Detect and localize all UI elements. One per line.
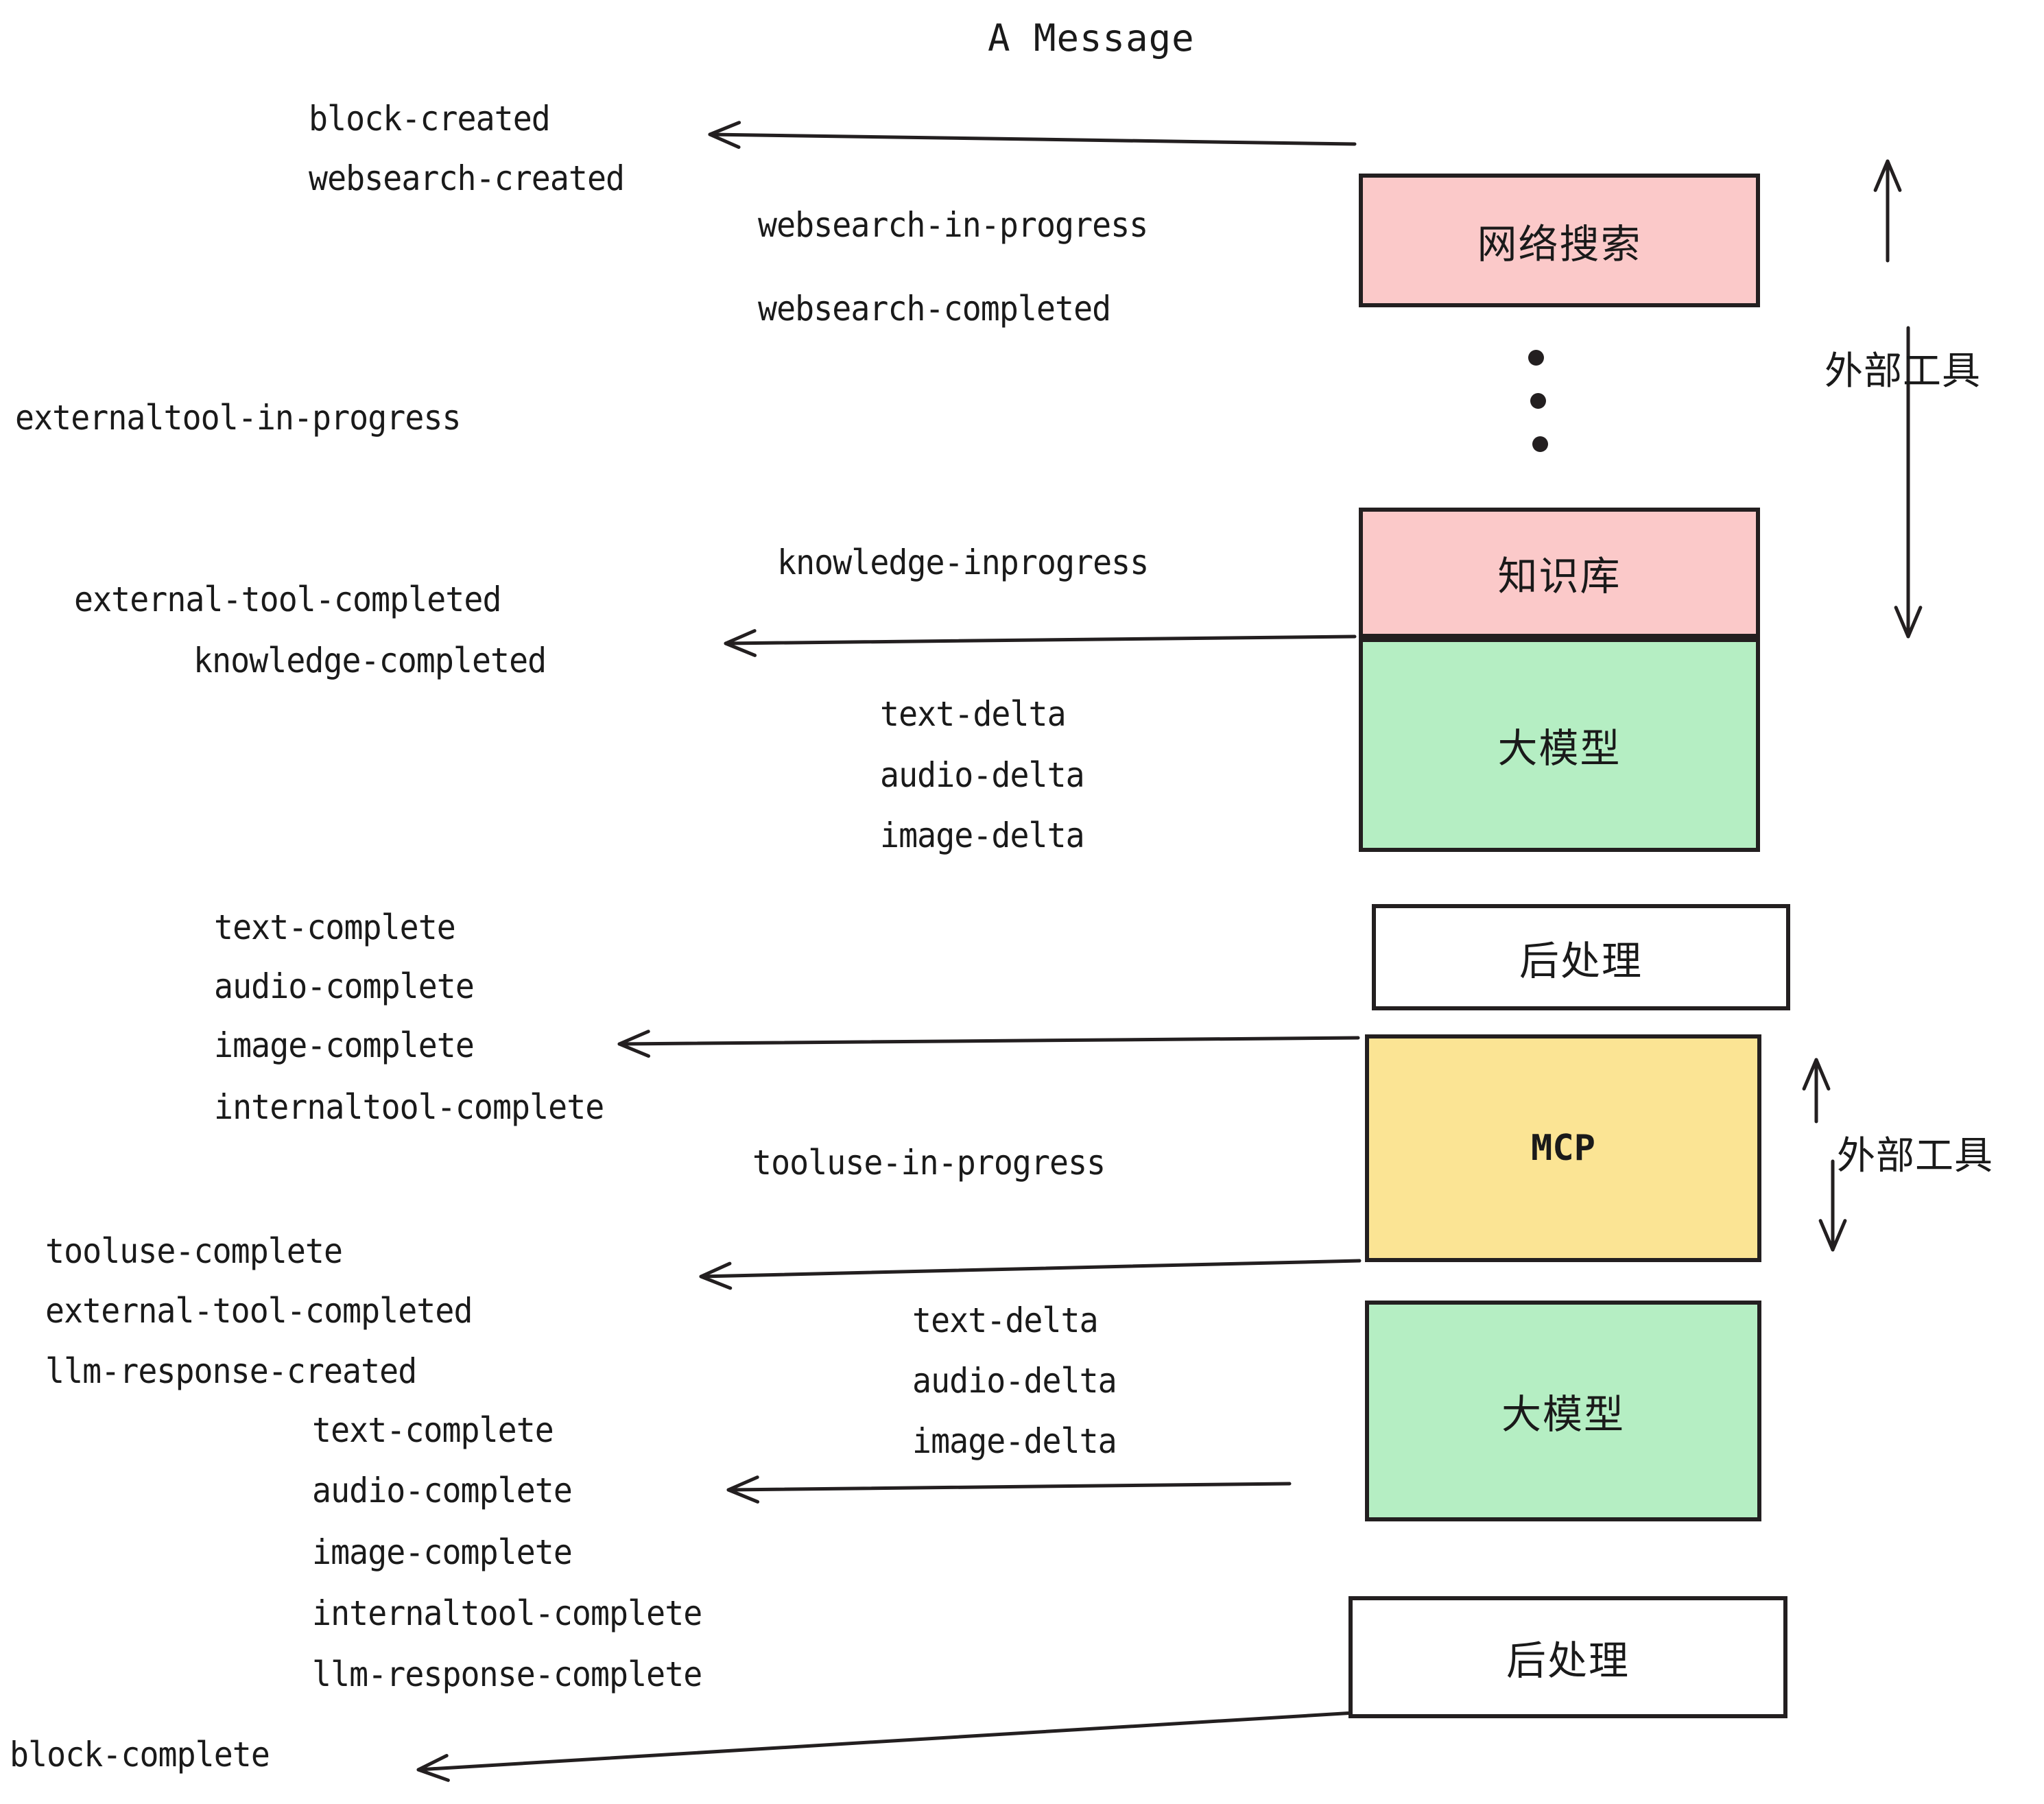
event-label-knowledge-inprogress: knowledge-inprogress	[777, 543, 1149, 582]
box-llm-bottom: 大模型	[1365, 1301, 1761, 1521]
event-label-image-complete-2: image-complete	[312, 1532, 573, 1572]
event-label-block-complete: block-complete	[10, 1735, 270, 1775]
ellipsis-dot	[1530, 393, 1546, 409]
box-mcp: MCP	[1365, 1034, 1761, 1262]
arrow-ext-tools-up	[1873, 159, 1902, 263]
event-label-image-delta-1: image-delta	[880, 816, 1085, 855]
arrow-block-created	[708, 121, 1357, 150]
event-label-websearch-completed: websearch-completed	[758, 289, 1111, 329]
event-label-audio-delta-1: audio-delta	[880, 755, 1085, 795]
event-label-text-complete-1: text-complete	[214, 907, 456, 947]
event-label-image-delta-2: image-delta	[912, 1421, 1117, 1461]
box-label: 网络搜索	[1477, 220, 1642, 268]
ellipsis-dot	[1528, 350, 1544, 366]
page-title: A Message	[988, 16, 1195, 60]
arrow-tooluse-complete	[699, 1259, 1362, 1290]
event-label-tooluse-in-progress: tooluse-in-progress	[752, 1143, 1106, 1183]
event-label-audio-delta-2: audio-delta	[912, 1361, 1117, 1401]
event-label-tooluse-complete: tooluse-complete	[45, 1231, 343, 1271]
box-websearch: 网络搜索	[1359, 174, 1760, 307]
box-label: MCP	[1531, 1128, 1595, 1169]
box-label: 大模型	[1501, 1391, 1625, 1438]
side-label-external-tools-top: 外部工具	[1825, 349, 1981, 394]
event-label-text-complete-2: text-complete	[312, 1410, 554, 1450]
event-label-audio-complete-1: audio-complete	[214, 966, 475, 1006]
event-label-externaltool-in-progress: externaltool-in-progress	[15, 398, 462, 438]
arrow-block-complete	[416, 1711, 1357, 1782]
event-label-text-delta-1: text-delta	[880, 694, 1067, 734]
event-label-websearch-created: websearch-created	[309, 158, 625, 198]
event-label-llm-response-created: llm-response-created	[45, 1351, 417, 1391]
event-label-external-tool-completed-2: external-tool-completed	[45, 1291, 473, 1331]
box-label: 知识库	[1497, 553, 1621, 600]
event-label-block-created: block-created	[309, 99, 551, 139]
box-knowledge: 知识库	[1359, 508, 1760, 638]
box-post-bottom: 后处理	[1348, 1596, 1787, 1718]
event-label-internaltool-complete-1: internaltool-complete	[214, 1087, 604, 1127]
ellipsis-dot	[1532, 436, 1548, 452]
event-label-external-tool-completed-1: external-tool-completed	[74, 580, 501, 619]
box-label: 后处理	[1519, 937, 1643, 984]
arrow-mcp-up	[1802, 1058, 1831, 1124]
box-label: 大模型	[1497, 725, 1621, 772]
side-label-external-tools-bottom: 外部工具	[1837, 1134, 1993, 1178]
event-label-image-complete-1: image-complete	[214, 1025, 475, 1065]
arrow-audio-complete	[726, 1475, 1292, 1504]
arrow-image-complete	[617, 1030, 1360, 1058]
event-label-audio-complete-2: audio-complete	[312, 1471, 573, 1510]
event-label-text-delta-2: text-delta	[912, 1301, 1099, 1340]
event-label-internaltool-complete-2: internaltool-complete	[312, 1593, 702, 1633]
box-post-top: 后处理	[1372, 904, 1790, 1010]
event-label-llm-response-complete: llm-response-complete	[312, 1654, 702, 1694]
box-label: 后处理	[1506, 1637, 1630, 1684]
event-label-knowledge-completed: knowledge-completed	[193, 641, 547, 680]
box-llm-top: 大模型	[1359, 638, 1760, 852]
arrow-knowledge-completed	[724, 629, 1357, 657]
event-label-websearch-in-progress: websearch-in-progress	[758, 205, 1148, 245]
